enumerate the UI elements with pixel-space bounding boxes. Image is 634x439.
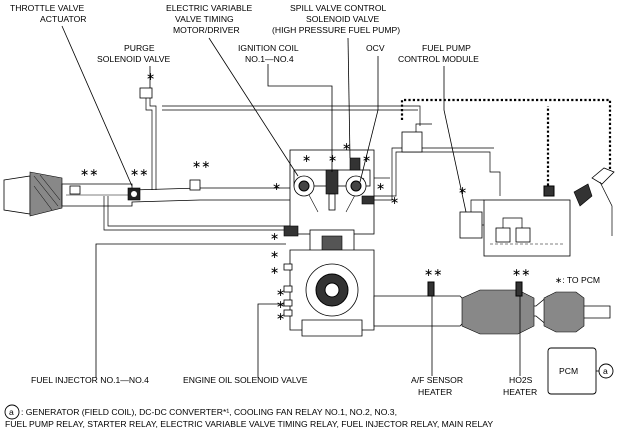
- af-sensor: [427, 281, 435, 297]
- intake-pipe: [61, 183, 293, 207]
- to-pcm-marker: ∗∗: [130, 166, 148, 179]
- ho2s-sensor: [515, 281, 523, 297]
- engine-sensors: [283, 263, 293, 317]
- evap-dashed-line: [400, 98, 612, 197]
- circle-a-marker: [598, 363, 614, 379]
- svg-text:FUEL PUMP: FUEL PUMP: [422, 43, 471, 53]
- fuel-pump-control-module: [459, 199, 496, 239]
- svg-text:ACTUATOR: ACTUATOR: [40, 14, 86, 24]
- fuel-tank: [483, 199, 571, 257]
- svg-text:HEATER: HEATER: [418, 387, 452, 397]
- purge-lines: [103, 87, 421, 231]
- label-fuel-injector: FUEL INJECTOR NO.1—NO.4: [31, 375, 149, 385]
- intake-manifold-sensor: [189, 179, 201, 191]
- svg-text:THROTTLE VALVE: THROTTLE VALVE: [10, 3, 84, 13]
- footnote-circle-a: [4, 404, 20, 420]
- label-ho2s-heater: HO2S HEATER: [503, 375, 537, 397]
- fuel-line: [374, 147, 501, 201]
- to-pcm-marker: ∗: [146, 70, 155, 83]
- to-pcm-marker: ∗: [270, 248, 279, 261]
- air-cleaner: [3, 171, 63, 217]
- to-pcm-marker: ∗: [276, 298, 285, 311]
- purge-solenoid-valve: [139, 87, 153, 99]
- to-pcm-marker: ∗: [272, 180, 281, 193]
- to-pcm-marker: ∗: [362, 152, 371, 165]
- svg-text:HO2S: HO2S: [509, 375, 533, 385]
- label-fuel-pump-control-module: FUEL PUMP CONTROL MODULE: [398, 43, 479, 64]
- catalytic-converter-2: [543, 291, 585, 333]
- svg-text:SPILL VALVE CONTROL: SPILL VALVE CONTROL: [290, 3, 387, 13]
- label-ignition-coil: IGNITION COIL NO.1—NO.4: [238, 43, 299, 64]
- to-pcm-marker: ∗: [390, 194, 399, 207]
- footnote-line-1: : GENERATOR (FIELD COIL), DC-DC CONVERTE…: [21, 407, 397, 417]
- svg-text:SOLENOID VALVE: SOLENOID VALVE: [97, 54, 170, 64]
- to-pcm-marker: ∗∗: [512, 266, 530, 279]
- leader-lines: [61, 25, 521, 378]
- filler-neck: [573, 167, 615, 236]
- label-purge-solenoid-valve: PURGE SOLENOID VALVE: [97, 43, 170, 64]
- svg-text:HEATER: HEATER: [503, 387, 537, 397]
- spill-valve: [349, 157, 361, 171]
- to-pcm-marker: ∗: [302, 152, 311, 165]
- to-pcm-marker: ∗: [342, 140, 351, 153]
- svg-text:MOTOR/DRIVER: MOTOR/DRIVER: [173, 25, 240, 35]
- label-ocv: OCV: [366, 43, 385, 53]
- label-to-pcm-legend: ∗: TO PCM: [555, 275, 600, 285]
- maf-sensor: [69, 185, 81, 195]
- to-pcm-markers: ∗∗ ∗∗ ∗ ∗∗ ∗ ∗ ∗ ∗ ∗ ∗ ∗ ∗ ∗ ∗ ∗ ∗ ∗ ∗ ∗…: [80, 70, 530, 323]
- to-pcm-marker: ∗: [458, 184, 467, 197]
- svg-text:a: a: [9, 407, 14, 417]
- label-spill-valve-control: SPILL VALVE CONTROL SOLENOID VALVE (HIGH…: [272, 3, 400, 35]
- camshaft-pulleys: [293, 175, 367, 197]
- svg-text:NO.1—NO.4: NO.1—NO.4: [245, 54, 294, 64]
- svg-text:SOLENOID VALVE: SOLENOID VALVE: [306, 14, 379, 24]
- to-pcm-marker: ∗: [376, 180, 385, 193]
- svg-text:ELECTRIC VARIABLE: ELECTRIC VARIABLE: [166, 3, 253, 13]
- catalytic-converter-1: [461, 289, 535, 335]
- charcoal-canister: [401, 123, 432, 153]
- to-pcm-marker: ∗∗: [192, 158, 210, 171]
- label-engine-oil-solenoid: ENGINE OIL SOLENOID VALVE: [183, 375, 308, 385]
- svg-text:(HIGH PRESSURE FUEL PUMP): (HIGH PRESSURE FUEL PUMP): [272, 25, 400, 35]
- pcm-label: PCM: [559, 366, 578, 376]
- svg-text:a: a: [603, 366, 608, 376]
- label-throttle-valve-actuator: THROTTLE VALVE ACTUATOR: [10, 3, 86, 24]
- to-pcm-marker: ∗: [276, 310, 285, 323]
- label-af-sensor-heater: A/F SENSOR HEATER: [411, 375, 463, 397]
- throttle-body: [127, 187, 141, 201]
- to-pcm-marker: ∗∗: [424, 266, 442, 279]
- svg-text:PURGE: PURGE: [124, 43, 155, 53]
- to-pcm-marker: ∗: [270, 230, 279, 243]
- label-electric-variable-valve-timing: ELECTRIC VARIABLE VALVE TIMING MOTOR/DRI…: [166, 3, 253, 35]
- svg-text:A/F SENSOR: A/F SENSOR: [411, 375, 463, 385]
- footnote: a : GENERATOR (FIELD COIL), DC-DC CONVER…: [4, 404, 493, 429]
- footnote-line-2: FUEL PUMP RELAY, STARTER RELAY, ELECTRIC…: [5, 419, 493, 429]
- svg-text:CONTROL MODULE: CONTROL MODULE: [398, 54, 479, 64]
- to-pcm-marker: ∗: [276, 286, 285, 299]
- svg-text:VALVE TIMING: VALVE TIMING: [175, 14, 234, 24]
- to-pcm-marker: ∗∗: [80, 166, 98, 179]
- pcm-box: PCM a: [547, 347, 614, 395]
- svg-text:IGNITION COIL: IGNITION COIL: [238, 43, 299, 53]
- to-pcm-marker: ∗: [270, 264, 279, 277]
- to-pcm-marker: ∗: [328, 152, 337, 165]
